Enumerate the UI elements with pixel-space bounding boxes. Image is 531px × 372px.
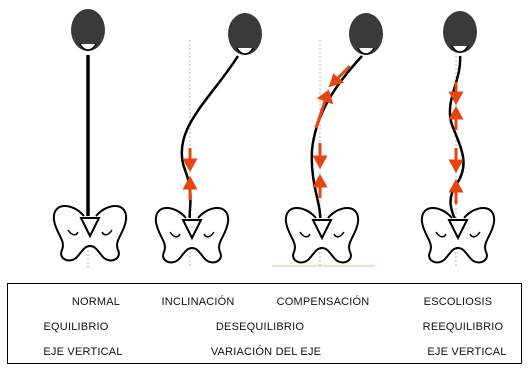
label-eje-vertical-2: EJE VERTICAL: [427, 346, 506, 358]
pelvis-icon: [422, 208, 494, 262]
label-equilibrio: EQUILIBRIO: [44, 321, 109, 333]
head-icon: [71, 9, 105, 51]
label-normal: NORMAL: [72, 296, 120, 308]
panel-inclinacion: [156, 13, 262, 268]
panel-escoliosis: [422, 11, 494, 268]
label-table: NORMAL INCLINACIÓN COMPENSACIÓN ESCOLIOS…: [7, 283, 522, 364]
label-desequilibrio: DESEQUILIBRIO: [216, 321, 304, 333]
head-icon: [228, 13, 262, 55]
pelvis-icon: [156, 208, 228, 262]
spine-posture-diagram: [0, 0, 531, 272]
label-reequilibrio: REEQUILIBRIO: [423, 321, 504, 333]
panel-compensacion: [272, 13, 383, 268]
head-icon: [443, 11, 477, 53]
pelvis-icon: [286, 208, 358, 262]
label-compensacion: COMPENSACIÓN: [277, 296, 370, 308]
label-eje-vertical-1: EJE VERTICAL: [43, 346, 122, 358]
head-icon: [349, 13, 383, 55]
panel-normal: [54, 9, 126, 268]
label-escoliosis: ESCOLIOSIS: [424, 296, 493, 308]
label-variacion-eje: VARIACIÓN DEL EJE: [211, 346, 321, 358]
pelvis-icon: [54, 206, 126, 260]
label-inclinacion: INCLINACIÓN: [161, 296, 234, 308]
